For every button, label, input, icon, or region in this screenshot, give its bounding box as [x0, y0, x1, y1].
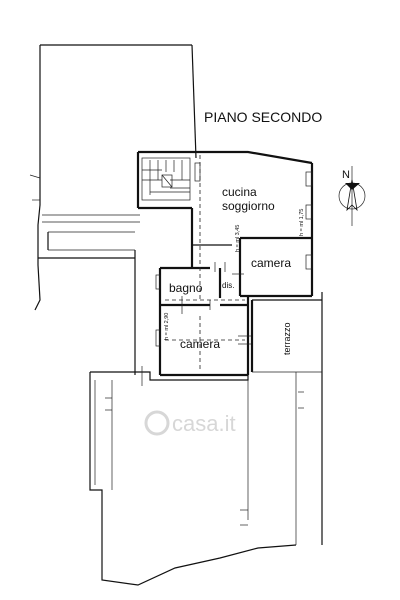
room-label-kitchen-line1: cucina [222, 185, 257, 199]
kitchen-height-right-note: h = ml 1,75 [299, 209, 305, 236]
dashed-lines [165, 155, 245, 372]
compass-needle-icon [345, 183, 360, 190]
north-compass: N [338, 166, 366, 226]
watermark: casa.it [144, 410, 236, 436]
kitchen-height-note: h = ml 3,45 [235, 225, 241, 252]
watermark-logo-icon [144, 410, 170, 436]
room-label-bathroom: bagno [169, 281, 203, 295]
room-label-terrace: terrazzo [282, 322, 292, 355]
staircase [141, 157, 191, 201]
north-label: N [342, 169, 350, 181]
room-label-hallway: dis. [222, 281, 234, 290]
door-markers [181, 262, 252, 345]
watermark-text: casa.it [172, 411, 236, 436]
room-label-bedroom-lower: camera [180, 337, 220, 351]
room-label-kitchen-line2: soggiorno [222, 199, 275, 213]
north-arrow-icon [346, 179, 358, 212]
room-label-bedroom-upper: camera [251, 256, 291, 270]
terrace [250, 292, 323, 545]
courtyard-outline [89, 366, 304, 586]
floor-title: PIANO SECONDO [204, 109, 322, 125]
neighbour-building-outline [29, 44, 197, 375]
bedroom-height-note: h = ml 2,90 [164, 313, 170, 340]
